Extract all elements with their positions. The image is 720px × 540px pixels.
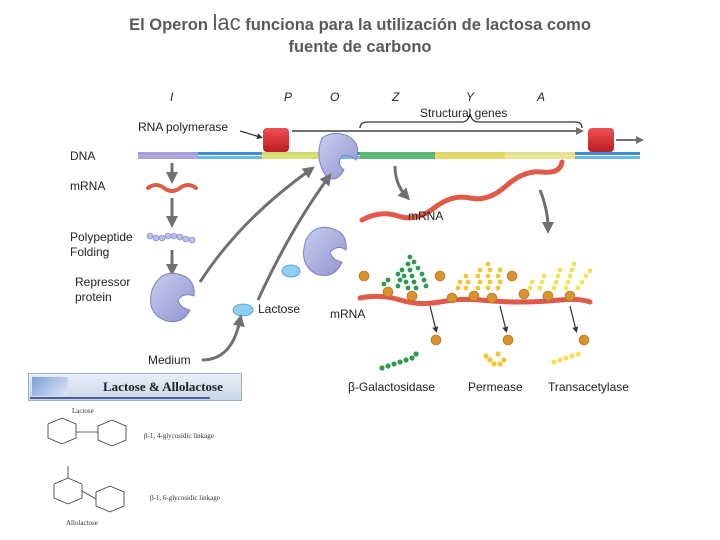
lactose-structure xyxy=(47,417,127,447)
panel-title: Lactose & Allolactose xyxy=(103,379,223,394)
rna-polymerase-pointer xyxy=(239,130,263,140)
gene-p-label: P xyxy=(284,90,292,104)
folding-label: Folding xyxy=(70,245,109,259)
bound-lactose xyxy=(281,264,301,278)
polypeptide-label: Polypeptide xyxy=(70,230,133,244)
transcript-arrow xyxy=(393,165,411,201)
polycistronic-mrna xyxy=(359,159,565,223)
lactose-label: Lactose xyxy=(258,302,300,316)
beta-galactosidase-label: β-Galactosidase xyxy=(348,380,435,394)
rna-polymerase-block-end xyxy=(588,128,614,152)
lactose-molecule xyxy=(232,303,254,317)
released-ribosome-2 xyxy=(502,334,514,346)
lactose-allolactose-panel-bar: Lactose & Allolactose xyxy=(28,373,242,401)
inactive-repressor xyxy=(303,226,347,276)
translated-mrna xyxy=(357,293,593,307)
transacetylase-label: Transacetylase xyxy=(548,380,629,394)
released-ribosome-1 xyxy=(430,334,442,346)
linkage-2-label: β-1, 6-glycosidic linkage xyxy=(150,494,220,502)
release-arrow-1 xyxy=(429,305,439,333)
repressor-label-1: Repressor xyxy=(75,275,130,289)
release-arrow-3 xyxy=(569,305,579,333)
transacetylase-protein xyxy=(551,351,581,365)
ribosomes xyxy=(358,270,576,304)
polypeptide-chain xyxy=(146,232,196,244)
structural-genes-bracket xyxy=(359,113,583,129)
dna-strand xyxy=(138,152,640,159)
title-lac: lac xyxy=(212,10,241,35)
released-ribosome-3 xyxy=(578,334,590,346)
allolactose-caption: Allolactose xyxy=(66,519,98,527)
rna-polymerase-block xyxy=(263,128,289,152)
title-line1-pre: El Operon xyxy=(129,16,213,34)
translation-arrow xyxy=(538,189,554,234)
mrna-left-label: mRNA xyxy=(70,179,105,193)
repressor-label-2: protein xyxy=(75,290,112,304)
gene-y-label: Y xyxy=(466,90,475,104)
permease-protein xyxy=(483,351,507,367)
release-arrow-2 xyxy=(499,305,509,333)
structural-genes-label: Structural genes xyxy=(420,106,507,120)
medium-to-lactose-arrow xyxy=(201,314,245,362)
permease-label: Permease xyxy=(468,380,523,394)
linkage-1-label: β-1, 4-glycosidic linkage xyxy=(144,432,214,440)
mrna-low-label: mRNA xyxy=(330,307,365,321)
repressor-protein xyxy=(150,272,195,323)
transacetylase-nascent-chains xyxy=(527,261,593,291)
medium-label: Medium xyxy=(148,353,191,367)
mrna-mid-label: mRNA xyxy=(408,209,443,223)
slide-title: El Operon lac funciona para la utilizaci… xyxy=(60,12,660,58)
allolactose-structure xyxy=(53,466,125,513)
gene-i-label: I xyxy=(170,90,174,104)
permease-nascent-chains xyxy=(455,261,503,291)
beta-gal-nascent-chains xyxy=(381,254,429,291)
repressor-on-operator xyxy=(318,132,359,180)
lactose-to-repressor-arrow xyxy=(256,173,332,301)
repressor-to-operator-arrow xyxy=(198,166,315,283)
dna-label: DNA xyxy=(70,149,95,163)
lactose-caption: Lactose xyxy=(72,407,94,415)
panel-underline xyxy=(30,397,210,399)
beta-galactosidase-protein xyxy=(379,351,419,371)
panel-logo-icon xyxy=(32,377,68,396)
title-line1-post: funciona para la utilización de lactosa … xyxy=(240,16,591,34)
title-line2: fuente de carbono xyxy=(288,38,432,56)
gene-z-label: Z xyxy=(391,90,400,104)
gene-a-label: A xyxy=(536,90,545,104)
rna-polymerase-label: RNA polymerase xyxy=(138,120,228,134)
repressor-mrna xyxy=(146,183,198,193)
gene-o-label: O xyxy=(330,90,339,104)
